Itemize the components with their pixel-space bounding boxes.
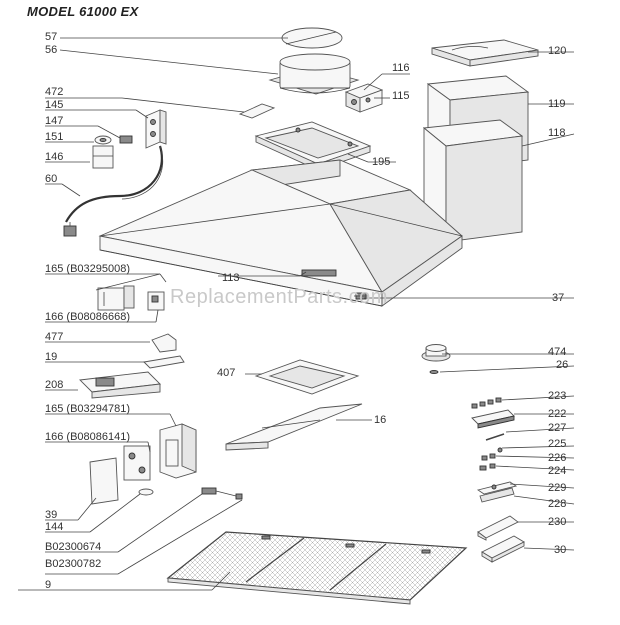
part-165-module-b: [159, 423, 197, 479]
part-195-frame: [254, 121, 372, 171]
callout-166-b08086668: 166 (B08086668): [45, 311, 131, 323]
part-16-deflector: [225, 403, 363, 451]
callout-226: 226: [548, 452, 567, 464]
part-120-chimney-bracket: [431, 39, 539, 67]
callout-228: 228: [548, 498, 567, 510]
callout-165-b03294781: 165 (B03294781): [45, 403, 131, 415]
callout-229: 229: [548, 482, 567, 494]
callout-26: 26: [556, 359, 569, 371]
callout-222: 222: [548, 408, 567, 420]
callout-166-b08086141: 166 (B08086141): [45, 431, 131, 443]
part-224-contact: [479, 463, 496, 471]
part-57-duct-cap: [281, 27, 343, 49]
part-19-rail: [143, 355, 185, 369]
part-39-panel: [89, 457, 119, 505]
part-56-duct-collar: [268, 53, 360, 95]
callout-208: 208: [45, 379, 64, 391]
callout-57: 57: [45, 31, 58, 43]
callout-225: 225: [548, 438, 567, 450]
callout-472: 472: [45, 86, 64, 98]
callout-474: 474: [548, 346, 567, 358]
part-477-bracket: [151, 333, 177, 353]
part-222-button-bar: [471, 409, 515, 429]
callout-113: 113: [222, 272, 240, 284]
callout-118: 118: [548, 127, 566, 139]
callout-144: 144: [45, 521, 64, 533]
part-26-screw: [429, 369, 439, 375]
callout-19: 19: [45, 351, 58, 363]
part-116-junction-box: [344, 83, 384, 113]
part-227-spring: [485, 433, 505, 441]
callout-119: 119: [548, 98, 566, 110]
part-165-module-a: [97, 285, 135, 311]
callout-230: 230: [548, 516, 567, 528]
callout-151: 151: [45, 131, 64, 143]
callout-477: 477: [45, 331, 64, 343]
part-151-knob: [94, 135, 112, 145]
part-472-plate: [238, 103, 276, 119]
part-407-frame: [254, 359, 360, 395]
model-title: MODEL 61000 EX: [27, 4, 139, 19]
part-144-clip: [138, 488, 154, 496]
part-60-power-cord: [63, 145, 164, 237]
watermark: ReplacementParts.com: [170, 286, 388, 308]
callout-b02300674: B02300674: [45, 541, 102, 553]
part-30-light-cover: [481, 535, 525, 563]
callout-115: 115: [392, 90, 410, 102]
callout-224: 224: [548, 465, 567, 477]
leader-lines: [18, 37, 575, 591]
callout-60: 60: [45, 173, 58, 185]
part-230-light: [477, 515, 519, 541]
part-b02300674-wire: [201, 487, 243, 500]
part-229-pcb: [476, 481, 518, 495]
part-146-cover: [92, 145, 114, 169]
callout-b02300782: B02300782: [45, 558, 102, 570]
part-113-hood-body: [98, 159, 463, 307]
part-166-module-a: [147, 291, 165, 311]
callout-56: 56: [45, 44, 58, 56]
part-9-grease-filter: [166, 531, 468, 605]
part-223-buttons: [471, 397, 502, 409]
callout-165-b03295008: 165 (B03295008): [45, 263, 131, 275]
callout-37: 37: [552, 292, 565, 304]
part-474-knob: [421, 344, 451, 362]
part-226-contact: [481, 453, 496, 461]
callout-145: 145: [45, 99, 64, 111]
callout-407: 407: [217, 367, 236, 379]
callout-9: 9: [45, 579, 52, 591]
callout-120: 120: [548, 45, 567, 57]
part-166-module-b: [123, 445, 151, 481]
callout-146: 146: [45, 151, 64, 163]
callout-39: 39: [45, 509, 58, 521]
part-225-spring: [497, 447, 503, 453]
callout-223: 223: [548, 390, 567, 402]
part-228-cover: [479, 487, 515, 503]
callout-227: 227: [548, 422, 567, 434]
callout-16: 16: [374, 414, 387, 426]
part-145-switch: [145, 109, 167, 149]
part-208-transformer: [79, 371, 161, 399]
part-147-switch: [119, 135, 133, 144]
callout-195: 195: [372, 156, 391, 168]
callout-116: 116: [392, 62, 410, 74]
callout-30: 30: [554, 544, 567, 556]
part-37-clip: [354, 292, 368, 300]
callout-147: 147: [45, 115, 64, 127]
